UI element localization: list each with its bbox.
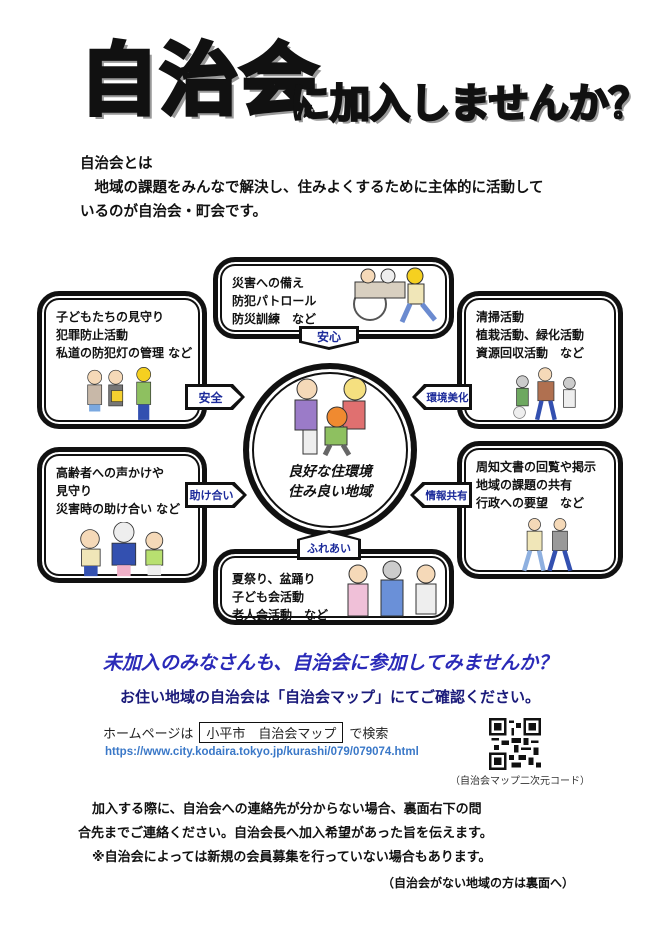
join-instructions: 加入する際に、自治会への連絡先が分からない場合、裏面右下の問 合先までご連絡くだ… [78,798,493,870]
box-line: 子どもたちの見守り [56,310,165,324]
map-note: お住い地域の自治会は「自治会マップ」にてご確認ください。 [119,688,540,706]
box-line: 災害時の助け合い など [56,502,181,516]
tag-tasukeai: 助け合い [188,485,243,505]
box-fureai: 夏祭り、盆踊り 子ども会活動 老人会活動 など [213,549,454,625]
children-watch-illustration [87,367,152,420]
festival-illustration [347,560,437,617]
box-line: 私道の防犯灯の管理 など [56,346,193,360]
cleanup-illustration [513,367,576,421]
tag-joho: 情報共有 [414,485,469,505]
box-line: 子ども会活動 [232,590,305,604]
homepage-url-link[interactable]: https://www.city.kodaira.tokyo.jp/kurash… [105,746,419,758]
center-label: 良好な住環境 住み良い地域 [243,462,417,502]
community-illustration [294,377,367,457]
body-line: ※自治会によっては新規の会員募集を行っていない場合もあります。 [92,850,492,865]
body-line: 加入する際に、自治会への連絡先が分からない場合、裏面右下の問 [92,802,482,817]
box-line: 見守り [56,484,93,498]
intro-line: 地域の課題をみんなで解決し、住みよくするために主体的に活動して [80,180,544,196]
tag-anzen: 安全 [188,387,241,407]
tag-anshin: 安心 [302,329,356,347]
disaster-illustration [353,267,437,324]
box-line: 犯罪防止活動 [56,328,129,342]
center-line: 良好な住環境 [288,464,372,480]
box-line: 防犯パトロール [232,294,317,308]
box-line: 高齢者への声かけや [56,466,165,480]
box-line: 行政への要望 など [476,496,585,510]
box-line: 周知文書の回覧や掲示 [476,460,597,474]
box-line: 植栽活動、緑化活動 [476,328,585,342]
box-line: 清掃活動 [476,310,525,324]
intro-heading: 自治会とは [80,156,153,172]
title-sub: に加入しませんか？ [289,81,650,127]
title-main: 自治会 [78,36,321,126]
footer-note: （自治会がない地域の方は裏面へ） [382,876,575,890]
center-line: 住み良い地域 [288,484,372,500]
info-sharing-illustration [521,518,573,572]
box-line: 老人会活動 など [232,608,329,622]
box-line: 地域の課題の共有 [476,478,573,492]
qr-caption: （自治会マップ二次元コード） [450,776,590,787]
homepage-prefix: ホームページは [103,727,194,742]
box-line: 防災訓練 など [232,312,317,326]
tag-kankyo: 環境美化 [416,387,469,407]
box-line: 災害への備え [232,276,305,290]
body-line: 合先までご連絡ください。自治会長へ加入希望があった旨を伝えます。 [78,826,493,841]
box-line: 夏祭り、盆踊り [232,572,316,586]
call-to-action: 未加入のみなさんも、自治会に参加してみませんか？ [102,652,558,674]
qr-code-icon [489,718,541,770]
elderly-help-illustration [80,522,164,577]
search-term-box: 小平市 自治会マップ [199,722,344,743]
box-line: 資源回収活動 など [476,346,585,360]
homepage-suffix: で検索 [349,727,389,742]
intro: 自治会とは 地域の課題をみんなで解決し、住みよくするために主体的に活動して いる… [80,152,600,224]
homepage-line: ホームページは 小平市 自治会マップ で検索 [103,722,388,743]
intro-line: いるのが自治会・町会です。 [80,204,268,220]
